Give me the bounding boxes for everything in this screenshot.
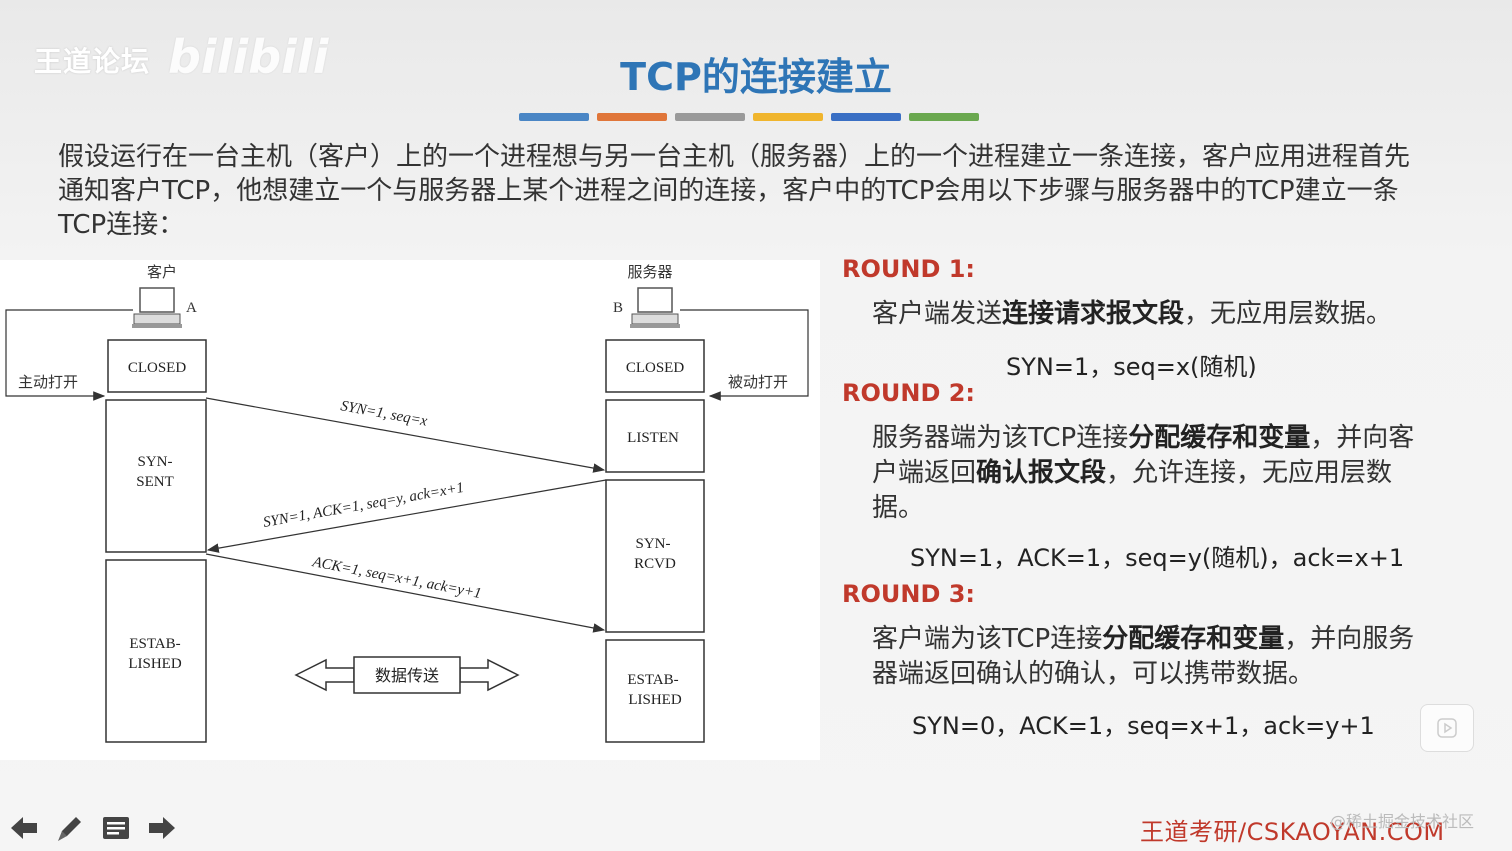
round-3-desc-pre: 客户端为该TCP连接 — [872, 624, 1103, 654]
server-syn-rcvd-box — [605, 479, 705, 633]
client-closed-box — [107, 339, 207, 393]
round-2-desc: 服务器端为该TCP连接分配缓存和变量，并向客户端返回确认报文段，允许连接，无应用… — [872, 421, 1432, 526]
data-transfer-right-arrow — [459, 658, 520, 692]
slide-title: TCP的连接建立 — [620, 55, 892, 99]
data-transfer-left-arrow — [294, 658, 355, 692]
prev-arrow-icon — [11, 817, 37, 839]
ack-message-label: ACK=1, seq=x+1, ack=y+1 — [310, 554, 482, 602]
title-underline-bars — [519, 113, 979, 121]
server-computer-icon — [630, 287, 680, 328]
play-icon — [1437, 718, 1457, 738]
color-bar — [597, 113, 667, 121]
client-label: 客户 — [147, 264, 177, 281]
server-syn-rcvd-label-2: RCVD — [634, 556, 676, 572]
active-open-label: 主动打开 — [18, 374, 78, 391]
round-1-desc-bold: 连接请求报文段 — [1002, 299, 1185, 329]
client-established-box — [105, 559, 207, 743]
round-1-formula: SYN=1，seq=x(随机) — [1006, 353, 1257, 381]
next-slide-button[interactable] — [146, 812, 178, 844]
ack-arrow — [205, 553, 606, 633]
server-listen-label: LISTEN — [627, 430, 679, 446]
round-2-desc-mid: ，并向客户端返回 — [872, 423, 1415, 488]
server-closed-label: CLOSED — [626, 360, 685, 376]
round-2-desc-bold: 分配缓存和变量 — [1128, 423, 1311, 453]
server-established-box — [605, 639, 705, 743]
server-host-label: B — [613, 300, 623, 316]
data-transfer-label: 数据传送 — [375, 667, 439, 685]
pen-icon — [58, 817, 81, 841]
three-way-handshake-diagram: 客户 A 服务器 B 主动打开 被动打开 CLOSED SYN- SENT ES… — [0, 260, 820, 760]
round-3-desc-post: ，并向服务器端返回确认的确认，可以携带数据。 — [872, 624, 1415, 689]
client-host-label: A — [186, 300, 197, 316]
bilibili-logo: bilibili — [168, 30, 329, 84]
server-closed-box — [605, 339, 705, 393]
handshake-svg: 客户 A 服务器 B 主动打开 被动打开 CLOSED SYN- SENT ES… — [5, 264, 809, 743]
client-syn-sent-box — [105, 399, 207, 553]
color-bar — [519, 113, 589, 121]
passive-open-label: 被动打开 — [728, 374, 788, 391]
server-label: 服务器 — [627, 264, 672, 281]
color-bar — [675, 113, 745, 121]
prev-slide-button[interactable] — [8, 812, 40, 844]
client-estab-label-1: ESTAB- — [129, 636, 180, 652]
round-1-desc-pre: 客户端发送 — [872, 299, 1003, 329]
server-estab-label-2: LISHED — [628, 692, 681, 708]
round-2-desc-pre: 服务器端为该TCP连接 — [872, 423, 1129, 453]
site-watermark: 王道论坛 — [34, 45, 151, 78]
client-closed-label: CLOSED — [128, 360, 187, 376]
data-transfer-box — [353, 656, 461, 694]
color-bar — [831, 113, 901, 121]
play-button[interactable] — [1420, 704, 1474, 752]
round-1-desc-post: ，无应用层数据。 — [1184, 299, 1393, 329]
server-estab-label-1: ESTAB- — [627, 672, 678, 688]
menu-icon — [103, 817, 129, 839]
color-bar — [909, 113, 979, 121]
footer-brand: 王道考研/CSKAOYAN.COM — [1140, 818, 1445, 846]
syn-arrow — [205, 397, 606, 473]
active-open-line — [5, 309, 133, 401]
footer-watermark: @稀土掘金技术社区 — [1330, 812, 1475, 831]
intro-paragraph: 假设运行在一台主机（客户）上的一个进程想与另一台主机（服务器）上的一个进程建立一… — [58, 142, 1411, 240]
round-2-desc-bold2: 确认报文段 — [976, 458, 1107, 488]
round-2-desc-post: ，允许连接，无应用层数据。 — [872, 458, 1393, 523]
passive-open-line — [680, 309, 809, 401]
pen-tool-button[interactable] — [54, 812, 86, 844]
round-3-formula: SYN=0，ACK=1，seq=x+1，ack=y+1 — [912, 712, 1375, 740]
next-arrow-icon — [149, 817, 175, 839]
syn-ack-message-label: SYN=1, ACK=1, seq=y, ack=x+1 — [262, 480, 465, 531]
server-syn-rcvd-label-1: SYN- — [635, 536, 670, 552]
server-listen-box — [605, 399, 705, 473]
round-3-desc-bold: 分配缓存和变量 — [1102, 624, 1285, 654]
round-2-formula: SYN=1，ACK=1，seq=y(随机)，ack=x+1 — [910, 544, 1405, 572]
syn-ack-arrow — [206, 479, 607, 553]
round-1-desc: 客户端发送连接请求报文段，无应用层数据。 — [872, 297, 1432, 332]
client-estab-label-2: LISHED — [128, 656, 181, 672]
menu-button[interactable] — [100, 812, 132, 844]
round-3-desc: 客户端为该TCP连接分配缓存和变量，并向服务器端返回确认的确认，可以携带数据。 — [872, 622, 1432, 692]
color-bar — [753, 113, 823, 121]
round-3-title: ROUND 3: — [842, 580, 976, 608]
round-1-title: ROUND 1: — [842, 255, 976, 283]
client-syn-sent-label-2: SENT — [136, 474, 174, 490]
round-2-title: ROUND 2: — [842, 379, 976, 407]
slide-navigation — [8, 812, 178, 844]
client-syn-sent-label-1: SYN- — [137, 454, 172, 470]
client-computer-icon — [132, 287, 182, 328]
